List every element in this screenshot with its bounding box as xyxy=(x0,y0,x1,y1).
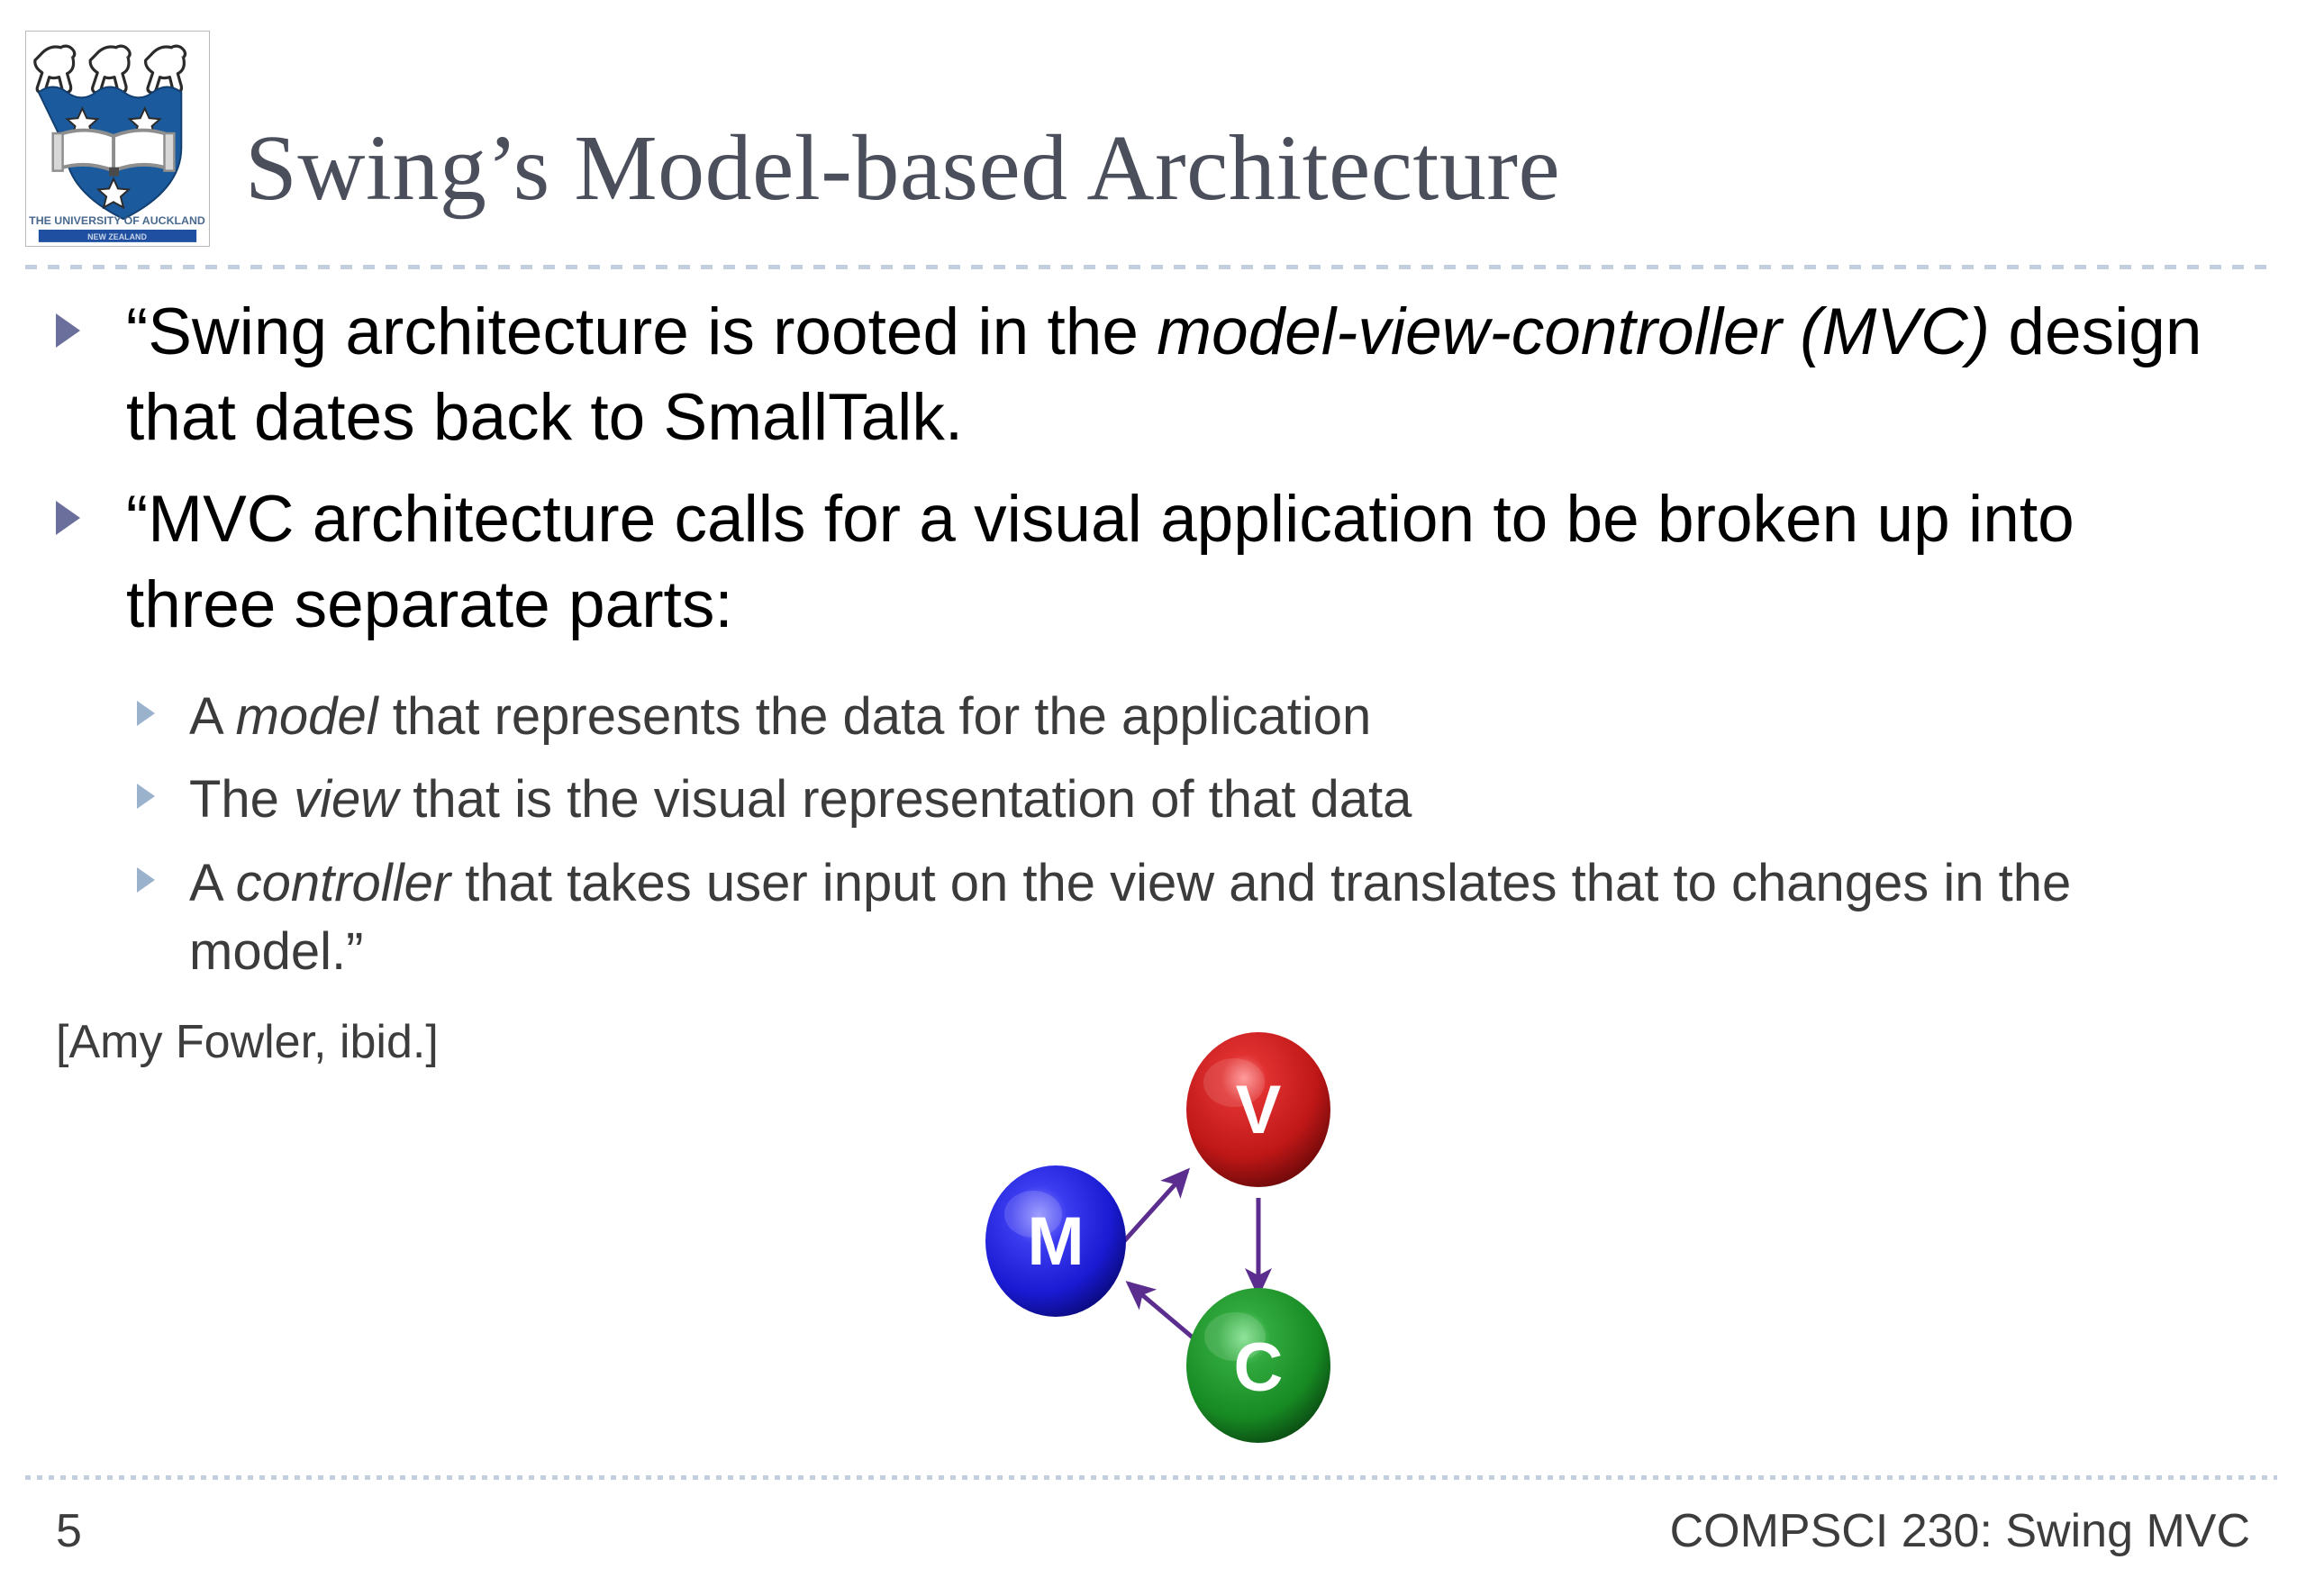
arrow-controller-to-model xyxy=(1125,1281,1200,1344)
footer-course-label: COMPSCI 230: Swing MVC xyxy=(1669,1505,2250,1557)
sub-bullet-item-1: A model that represents the data for the… xyxy=(0,683,2306,752)
mvc-arrows xyxy=(1122,1167,1272,1344)
sub-bullet-item-2: The view that is the visual representati… xyxy=(0,766,2306,835)
node-model: M xyxy=(985,1165,1126,1317)
node-view-label: V xyxy=(1236,1072,1282,1148)
header-divider xyxy=(25,265,2277,269)
triangle-right-subbullet-icon xyxy=(137,866,155,893)
slide-footer: 5 COMPSCI 230: Swing MVC xyxy=(0,1504,2306,1585)
sub-bullet-item-3: A controller that takes user input on th… xyxy=(0,849,2306,987)
bullet-item-1: “Swing architecture is rooted in the mod… xyxy=(0,290,2306,461)
logo-wordmark-primary: THE UNIVERSITY OF AUCKLAND xyxy=(29,214,205,227)
sub-bullet-group: A model that represents the data for the… xyxy=(0,683,2306,987)
triangle-right-subbullet-icon xyxy=(137,700,155,726)
triangle-right-bullet-icon xyxy=(56,500,80,535)
logo-wordmark-secondary: NEW ZEALAND xyxy=(87,232,147,241)
sub-bullet-text-1: A model that represents the data for the… xyxy=(189,686,1372,746)
bullet-item-2: “MVC architecture calls for a visual app… xyxy=(0,477,2306,648)
page-title: Swing’s Model-based Architecture xyxy=(245,116,1561,220)
triangle-right-bullet-icon xyxy=(56,313,80,348)
university-logo: THE UNIVERSITY OF AUCKLAND NEW ZEALAND xyxy=(25,31,210,247)
bullet-text-2: “MVC architecture calls for a visual app… xyxy=(126,482,2074,641)
sub-bullet-text-3: A controller that takes user input on th… xyxy=(189,853,2072,982)
node-controller: C xyxy=(1186,1288,1330,1443)
page-number: 5 xyxy=(56,1505,82,1557)
slide-body: “Swing architecture is rooted in the mod… xyxy=(0,290,2306,1452)
triangle-right-subbullet-icon xyxy=(137,784,155,810)
slide-header: THE UNIVERSITY OF AUCKLAND NEW ZEALAND S… xyxy=(0,0,2306,270)
attribution-text: [Amy Fowler, ibid.] xyxy=(56,1015,439,1068)
node-view: V xyxy=(1186,1032,1330,1187)
node-controller-label: C xyxy=(1234,1329,1284,1406)
sub-bullet-text-2: The view that is the visual representati… xyxy=(189,770,1412,830)
mvc-triad-diagram: V M C xyxy=(937,1000,1441,1459)
node-model-label: M xyxy=(1027,1203,1084,1280)
bullet-text-1: “Swing architecture is rooted in the mod… xyxy=(126,295,2202,454)
footer-divider xyxy=(25,1475,2277,1480)
arrow-model-to-view xyxy=(1122,1167,1191,1243)
